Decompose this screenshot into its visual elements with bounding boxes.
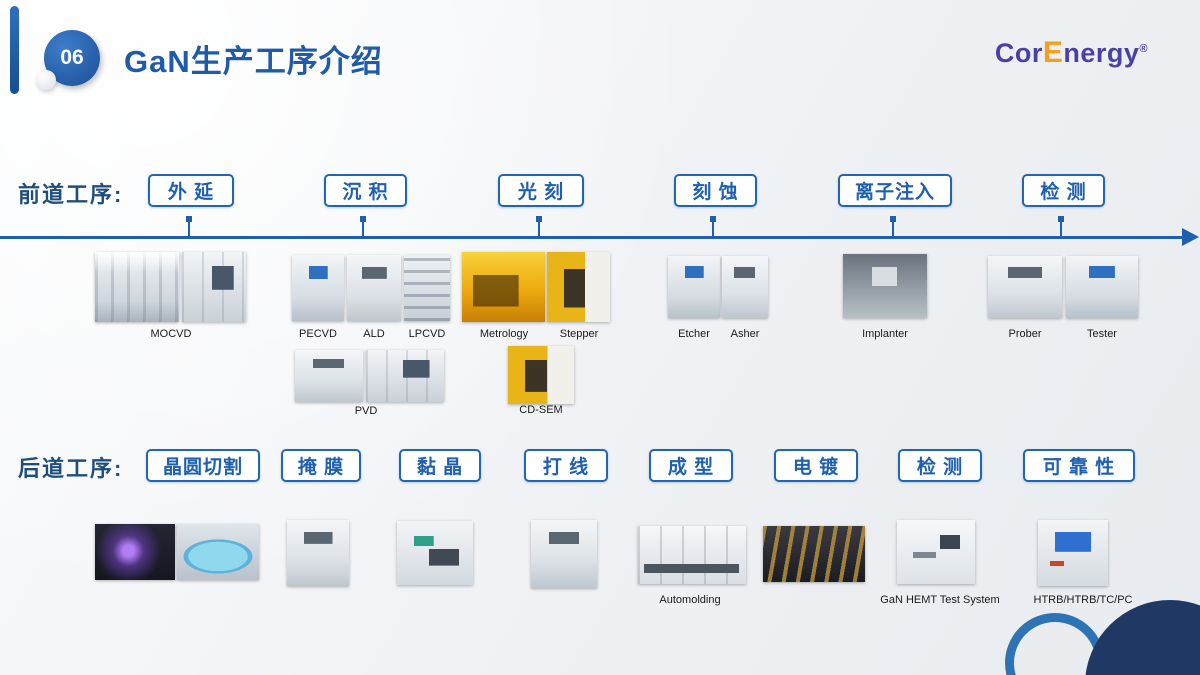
photo-pvd-2 [366, 350, 444, 402]
photo-ald [347, 255, 401, 321]
logo-registered-mark: ® [1139, 43, 1148, 55]
decor-ball [36, 70, 56, 90]
timeline-tick [1058, 216, 1064, 236]
photo-wire-bonder [531, 520, 597, 588]
photo-asher [722, 256, 768, 318]
photo-tester [1066, 256, 1138, 318]
front-step-test: 检 测 [1022, 174, 1105, 207]
front-step-deposition: 沉 积 [324, 174, 407, 207]
timeline-tick [890, 216, 896, 236]
photo-die-bonder [397, 521, 473, 585]
header-accent-bar [10, 6, 19, 94]
back-step-test: 检 测 [898, 449, 982, 482]
photo-prober [988, 256, 1062, 318]
timeline-tick [360, 216, 366, 236]
front-step-epitaxy: 外 延 [148, 174, 234, 207]
corenergy-logo: CorEnergy® [995, 36, 1148, 70]
timeline-tick [710, 216, 716, 236]
photo-reliability-chamber [1038, 520, 1108, 586]
timeline-tick [536, 216, 542, 236]
front-timeline-line [0, 236, 1184, 239]
label-automolding: Automolding [659, 594, 721, 606]
photo-stepper [547, 252, 610, 322]
photo-automolding [638, 526, 746, 584]
logo-e-glyph: E [1042, 36, 1064, 69]
photo-gan-hemt-test [897, 520, 975, 584]
label-gan-hemt-test-system: GaN HEMT Test System [880, 594, 1000, 606]
label-pecvd: PECVD [299, 328, 337, 340]
back-step-plating: 电 镀 [774, 449, 858, 482]
logo-part3: nergy [1063, 38, 1140, 68]
photo-laser-dicer [95, 524, 175, 580]
photo-implanter [843, 254, 927, 318]
label-etcher: Etcher [678, 328, 710, 340]
front-timeline-arrow-icon [1182, 228, 1199, 246]
back-step-reliability: 可 靠 性 [1023, 449, 1135, 482]
label-tester: Tester [1087, 328, 1117, 340]
back-step-wire-bonding: 打 线 [524, 449, 608, 482]
photo-mask-tool [287, 520, 349, 586]
photo-wafer [177, 524, 259, 580]
label-cdsem: CD-SEM [519, 404, 563, 416]
timeline-tick [186, 216, 192, 236]
photo-pecvd [292, 255, 344, 321]
label-stepper: Stepper [559, 328, 599, 340]
photo-plating-line [763, 526, 865, 582]
front-step-etching: 刻 蚀 [674, 174, 757, 207]
back-section-label: 后道工序: [18, 456, 124, 481]
label-mocvd: MOCVD [150, 328, 192, 340]
photo-mocvd-1 [95, 252, 179, 322]
photo-lpcvd [404, 255, 450, 321]
label-asher: Asher [730, 328, 760, 340]
label-metrology: Metrology [479, 328, 529, 340]
front-section-label: 前道工序: [18, 182, 124, 207]
label-implanter: Implanter [862, 328, 908, 340]
back-step-masking: 掩 膜 [281, 449, 361, 482]
label-htrb-tc-pc: HTRB/HTRB/TC/PC [1033, 594, 1133, 606]
decor-corner-circle [1085, 600, 1200, 675]
photo-etcher [668, 256, 720, 318]
label-prober: Prober [1008, 328, 1042, 340]
photo-pvd-1 [295, 350, 363, 402]
front-step-lithography: 光 刻 [498, 174, 584, 207]
back-step-wafer-dicing: 晶圆切割 [146, 449, 260, 482]
photo-cdsem [508, 346, 574, 404]
label-ald: ALD [363, 328, 385, 340]
logo-part1: Cor [994, 38, 1043, 68]
slide-number: 06 [60, 46, 84, 69]
page-title: GaN生产工序介绍 [124, 44, 383, 79]
photo-metrology [462, 252, 545, 322]
back-step-molding: 成 型 [649, 449, 733, 482]
label-pvd: PVD [354, 405, 378, 417]
front-step-ion-implant: 离子注入 [838, 174, 952, 207]
photo-mocvd-2 [182, 252, 246, 322]
back-step-die-bonding: 黏 晶 [399, 449, 481, 482]
label-lpcvd: LPCVD [408, 328, 446, 340]
